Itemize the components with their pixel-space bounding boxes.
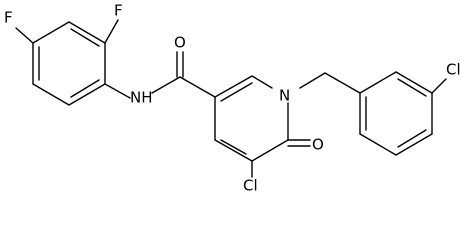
atom-o-ketone: O <box>312 136 324 154</box>
pyridinone-ring <box>214 75 289 162</box>
atom-nh: NH <box>130 89 153 107</box>
bond-n-ch2 <box>299 72 326 89</box>
atom-f-ortho: F <box>114 2 123 20</box>
bond-ch2-aryl <box>324 72 361 94</box>
chlorobenzyl-ring <box>359 71 433 156</box>
atom-o-amide: O <box>174 34 186 52</box>
atom-f-para: F <box>4 9 13 27</box>
atom-cl-ring: Cl <box>243 177 258 195</box>
difluorophenyl-ring <box>32 21 106 106</box>
bond-c-nh <box>104 83 131 99</box>
bond-c-f-para <box>15 27 34 44</box>
bond-c-f-ortho <box>104 19 119 44</box>
bond-carbonyl-ring <box>179 76 216 98</box>
atom-cl-benzyl: Cl <box>446 61 461 79</box>
bond-c-cl-benzyl <box>431 78 447 94</box>
atom-n-ring: N <box>279 87 290 105</box>
chemical-structure: F F NH O N Cl Cl O <box>4 2 461 195</box>
bond-nh-carbonyl <box>151 76 181 94</box>
